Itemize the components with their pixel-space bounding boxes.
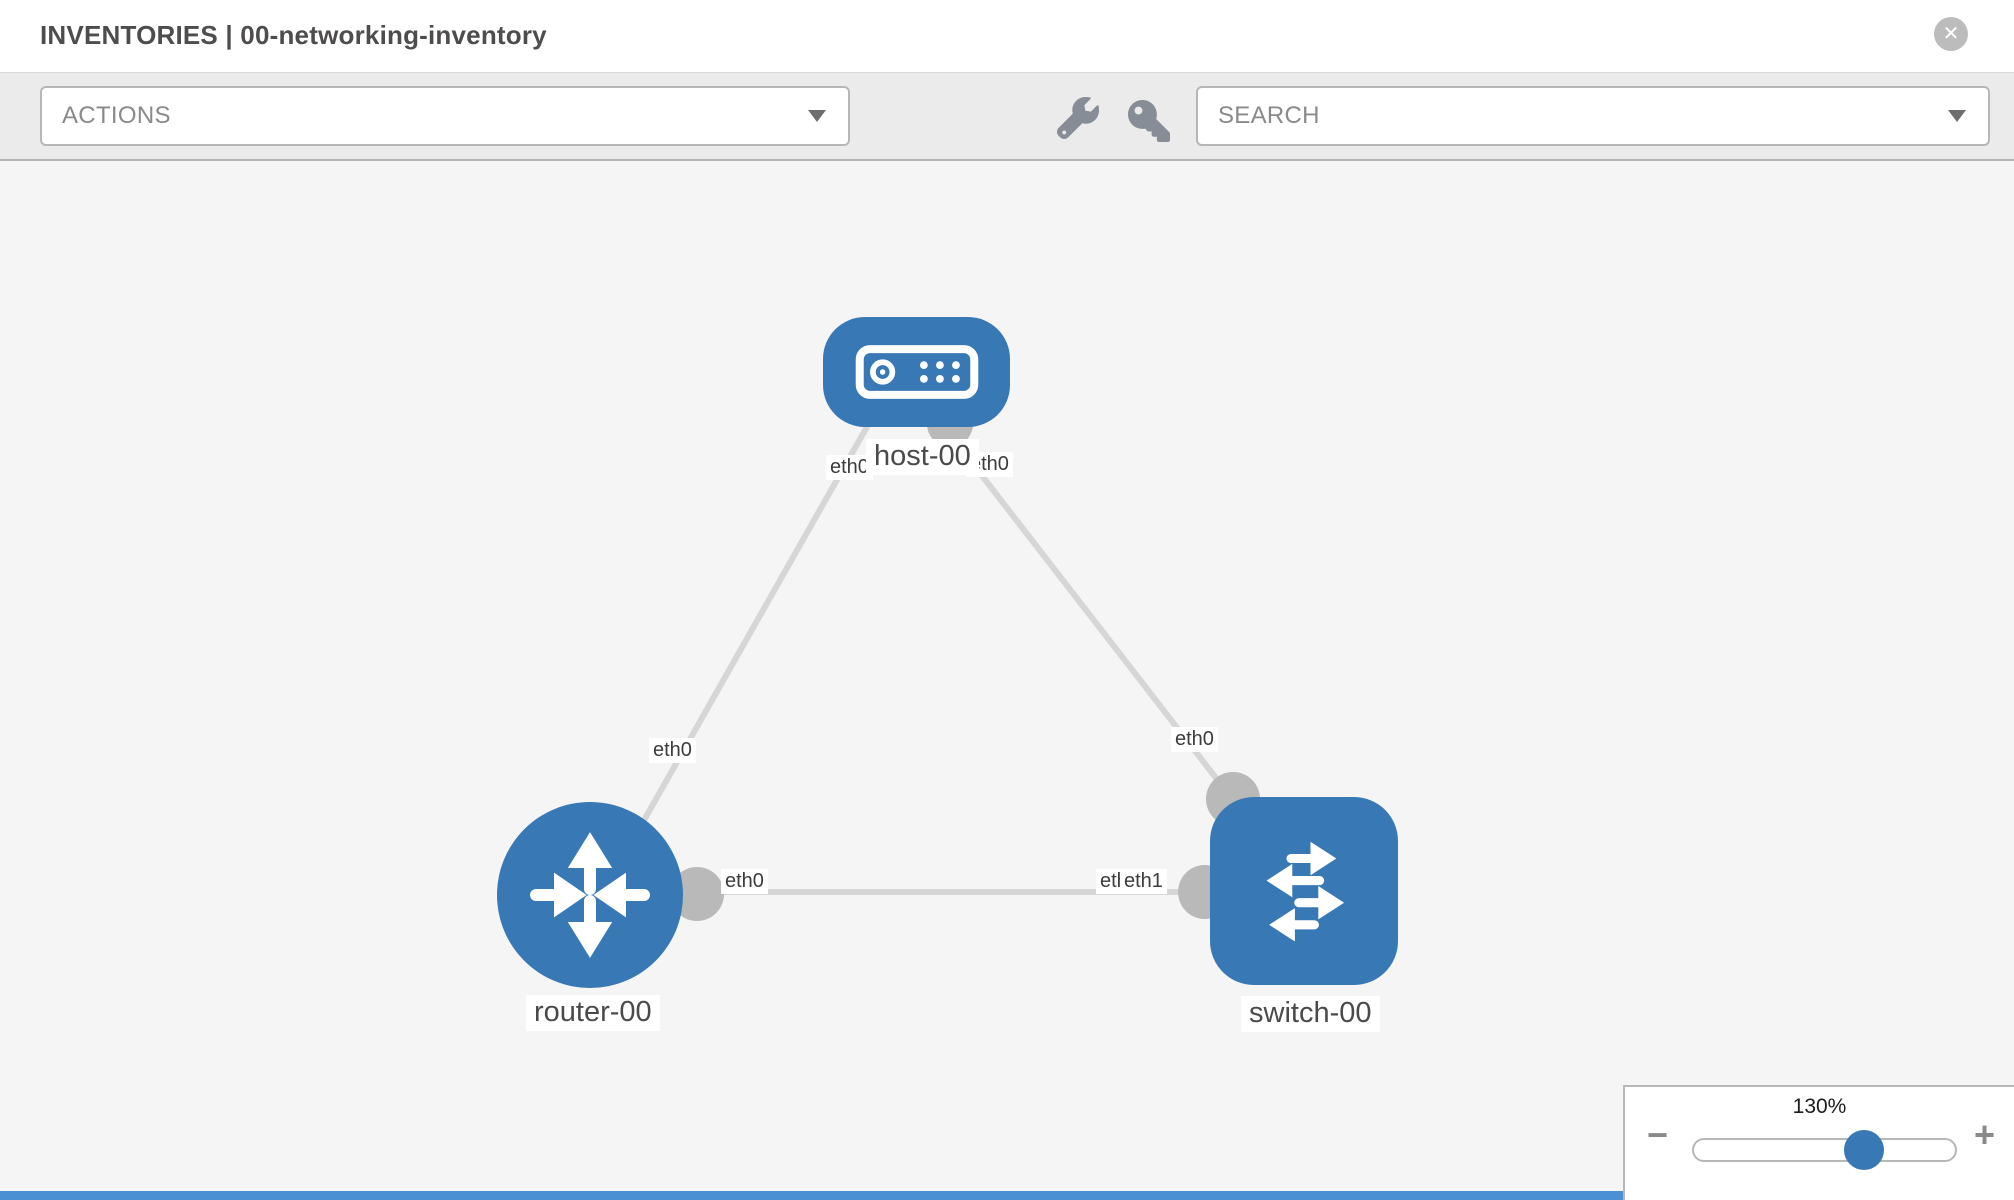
interface-label: eth0	[826, 455, 873, 480]
zoom-slider-track[interactable]	[1692, 1138, 1957, 1162]
router-icon	[530, 832, 650, 958]
node-router-00[interactable]	[497, 802, 683, 988]
interface-endpoint[interactable]	[670, 867, 724, 921]
link-host-router[interactable]	[627, 423, 871, 847]
bottom-accent-strip	[0, 1191, 1650, 1200]
node-host-00[interactable]	[823, 317, 1010, 427]
key-icon	[1128, 100, 1170, 142]
interface-label: eth0	[721, 869, 768, 894]
interface-label: eth0	[1171, 727, 1218, 752]
credentials-button[interactable]	[1128, 100, 1170, 142]
zoom-slider-thumb[interactable]	[1844, 1130, 1884, 1170]
node-switch-00[interactable]	[1210, 797, 1398, 985]
chevron-down-icon	[1948, 110, 1966, 122]
wrench-icon	[1056, 97, 1099, 140]
interface-label: eth0	[649, 738, 696, 763]
page-title: INVENTORIES | 00-networking-inventory	[40, 20, 547, 50]
zoom-out-button[interactable]: −	[1647, 1114, 1669, 1155]
close-button[interactable]: ✕	[1934, 17, 1968, 51]
host-icon	[855, 345, 978, 399]
search-dropdown[interactable]: SEARCH	[1196, 86, 1990, 146]
zoom-widget: 130% − +	[1623, 1085, 2014, 1200]
interface-label: eth1	[1120, 869, 1167, 894]
actions-dropdown-label: ACTIONS	[62, 102, 171, 129]
search-dropdown-label: SEARCH	[1218, 102, 1320, 129]
zoom-level-value: 130%	[1792, 1095, 1847, 1118]
links-layer	[627, 401, 1260, 921]
node-label-router: router-00	[526, 995, 660, 1031]
tools-button[interactable]	[1056, 97, 1099, 140]
close-icon: ✕	[1942, 23, 1960, 45]
toolbar: ACTIONS SEARCH	[0, 72, 2014, 161]
zoom-in-button[interactable]: +	[1974, 1114, 1996, 1155]
topology-canvas[interactable]: host-00 router-00 switch-00 eth0 eth0 et…	[0, 161, 2014, 1200]
switch-icon	[1266, 841, 1345, 942]
header: INVENTORIES | 00-networking-inventory ✕	[0, 0, 2014, 72]
chevron-down-icon	[808, 110, 826, 122]
node-label-host: host-00	[866, 439, 979, 475]
node-label-switch: switch-00	[1241, 996, 1380, 1032]
actions-dropdown[interactable]: ACTIONS	[40, 86, 850, 146]
